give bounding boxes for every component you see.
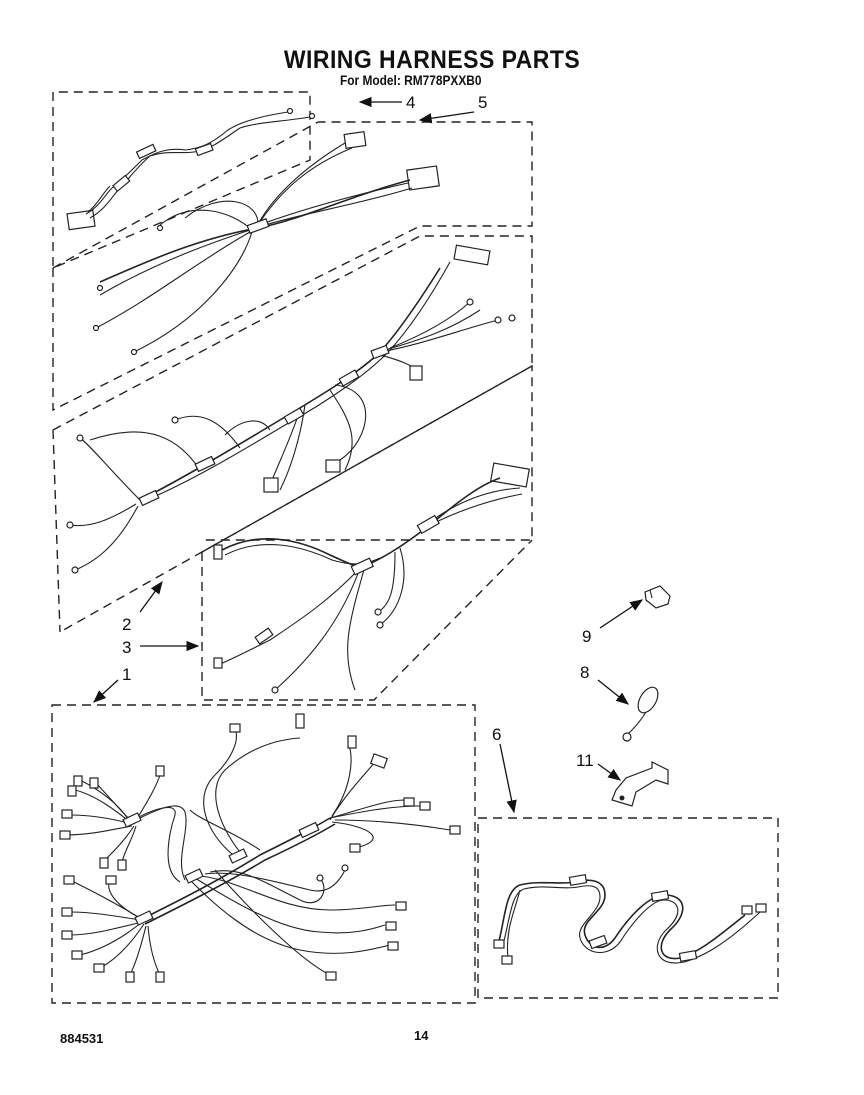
wiring-harness-part-6 — [493, 873, 767, 965]
callout-2: 2 — [122, 580, 163, 634]
callout-4: 4 — [358, 93, 415, 112]
callout-2-label: 2 — [122, 615, 131, 634]
callout-11: 11 — [576, 751, 622, 781]
callout-1: 1 — [93, 665, 131, 703]
callout-3: 3 — [122, 638, 200, 657]
harness-group-3-frame — [201, 364, 533, 701]
callout-6-label: 6 — [492, 725, 501, 744]
wiring-harness-part-5 — [92, 130, 440, 356]
callout-5-label: 5 — [478, 93, 487, 112]
part-8-ground-wire — [622, 686, 659, 742]
part-11-bracket — [611, 761, 669, 807]
callout-8: 8 — [580, 663, 630, 705]
wiring-harness-part-3 — [213, 462, 530, 694]
callout-1-label: 1 — [122, 665, 131, 684]
page-title: WIRING HARNESS PARTS — [283, 46, 581, 74]
wiring-harness-part-1 — [59, 713, 461, 983]
callout-8-label: 8 — [580, 663, 589, 682]
document-number: 884531 — [60, 1031, 104, 1046]
callout-6: 6 — [492, 725, 517, 814]
harness-group-2-frame — [52, 235, 533, 633]
wiring-harness-part-2 — [66, 244, 516, 574]
callout-11-label: 11 — [576, 751, 594, 770]
model-subtitle: For Model: RM778PXXB0 — [340, 72, 482, 88]
page-number: 14 — [414, 1028, 429, 1043]
harness-group-4-5-frame — [52, 91, 533, 412]
part-9-clip — [644, 585, 671, 609]
callout-5: 5 — [418, 93, 487, 124]
callout-9: 9 — [582, 599, 644, 646]
harness-group-6-frame — [477, 817, 779, 999]
harness-group-1-frame — [51, 704, 476, 1004]
callout-3-label: 3 — [122, 638, 131, 657]
callout-4-label: 4 — [406, 93, 415, 112]
wiring-harness-part-4 — [66, 107, 316, 231]
callout-9-label: 9 — [582, 627, 591, 646]
